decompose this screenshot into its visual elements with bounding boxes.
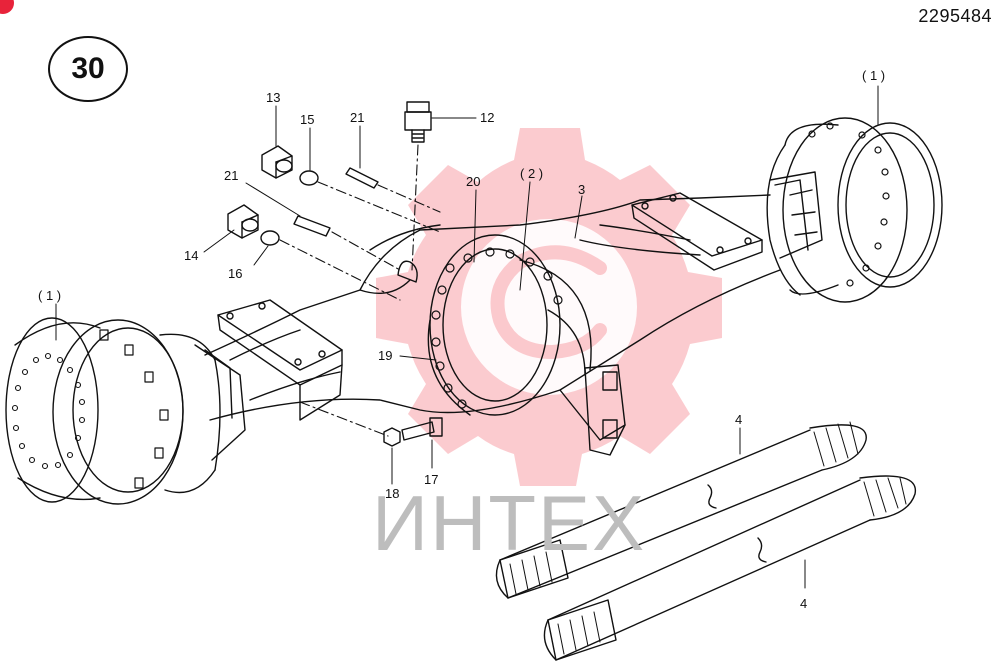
assembly-guide-lines [279,144,441,437]
callout-3: 3 [578,182,585,197]
callout-16: 16 [228,266,242,281]
left-wheel-hub [5,317,246,505]
callout-14: 14 [184,248,198,263]
callout-18: 18 [385,486,399,501]
callout-4-lower: 4 [800,596,807,611]
leader-lines [55,85,879,589]
figure-number-circle: 30 [48,36,128,102]
part-13-nut [261,145,293,179]
callout-21-lower: 21 [224,168,238,183]
axle-shaft-upper [495,421,867,599]
callout-13: 13 [266,90,280,105]
callout-labels: ( 1 ) ( 1 ) ( 2 ) 3 4 4 12 13 14 15 16 1… [38,68,885,611]
part-12-sensor [404,101,432,143]
right-wheel-hub [766,117,943,303]
part-18-nut [383,427,401,447]
callout-1-right: ( 1 ) [862,68,885,83]
document-number: 2295484 [918,6,992,26]
watermark-gear-inner [490,245,607,359]
callout-19: 19 [378,348,392,363]
figure-number: 30 [71,52,105,85]
callout-15: 15 [300,112,314,127]
part-15-washer [299,170,319,186]
callout-12: 12 [480,110,494,125]
axle-shaft-lower [543,475,917,661]
watermark-text: ИНТЕХ [372,479,647,567]
callout-2: ( 2 ) [520,166,543,181]
part-16-washer [260,230,280,246]
left-spring-pad [217,299,343,421]
callout-4-upper: 4 [735,412,742,427]
corner-badge [0,0,14,14]
right-spring-pad [631,192,763,271]
differential-housing [397,234,626,456]
part-17-bolt [401,417,443,441]
part-21-lower-pin [293,215,331,237]
callout-1-left: ( 1 ) [38,288,61,303]
part-21-upper-pin [345,167,379,189]
part-14-nut [227,204,259,239]
callout-17: 17 [424,472,438,487]
callout-20: 20 [466,174,480,189]
callout-21-upper: 21 [350,110,364,125]
